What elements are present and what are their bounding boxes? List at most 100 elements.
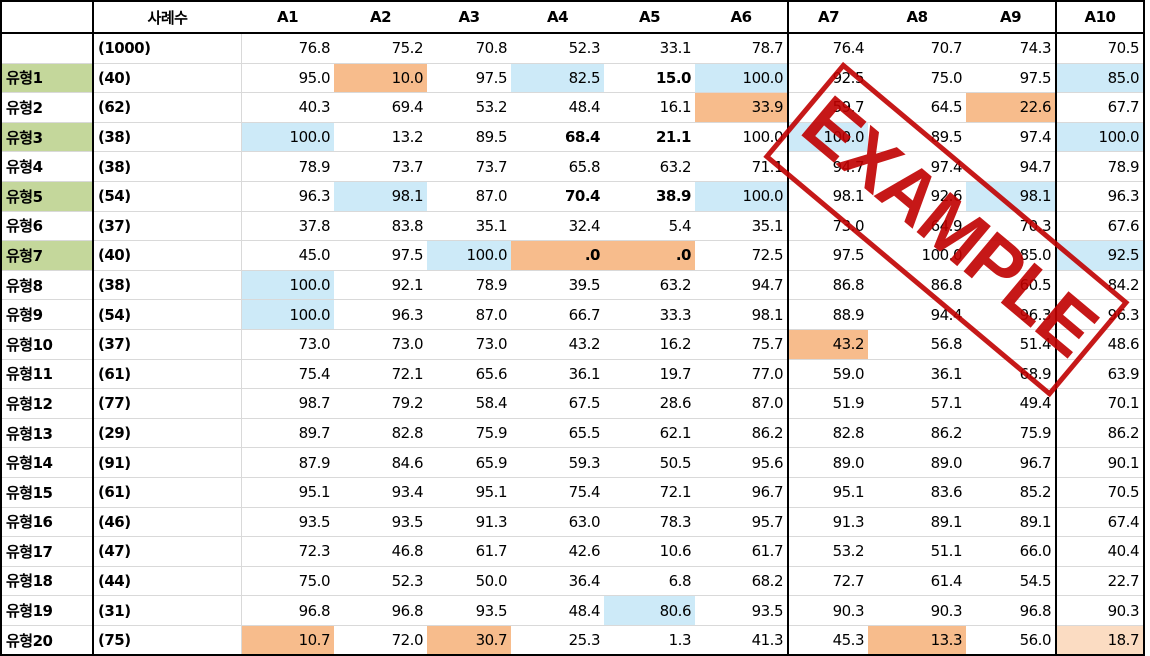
cell-a5: 33.3 (604, 299, 695, 330)
cell-a6: 68.2 (695, 566, 788, 597)
row-count: (54) (92, 299, 242, 330)
cell-a4: 65.8 (511, 151, 604, 182)
cell-a4: 59.3 (511, 447, 604, 478)
row-count: (77) (92, 388, 242, 419)
cell-a6: 72.5 (695, 240, 788, 271)
cell-a6: 77.0 (695, 359, 788, 390)
row-count: (46) (92, 507, 242, 538)
cell-a7: 53.2 (787, 536, 868, 567)
cell-a1: 96.3 (241, 181, 334, 212)
cell-a3: 73.7 (427, 151, 511, 182)
cell-a4: 48.4 (511, 92, 604, 123)
cell-a5: 80.6 (604, 595, 695, 626)
row-count: (61) (92, 359, 242, 390)
cell-a10: 67.7 (1055, 92, 1145, 123)
row-count: (44) (92, 566, 242, 597)
cell-a4: 68.4 (511, 122, 604, 153)
cell-a9: 22.6 (966, 92, 1056, 123)
cell-a5: 33.1 (604, 33, 695, 64)
cell-a7: 86.8 (787, 270, 868, 301)
cell-a7: 100.0 (787, 122, 868, 153)
cell-a5: 28.6 (604, 388, 695, 419)
cell-a4: 32.4 (511, 211, 604, 242)
row-count: (37) (92, 329, 242, 360)
cell-a8: 61.4 (868, 566, 966, 597)
cell-a1: 87.9 (241, 447, 334, 478)
row-count: (38) (92, 122, 242, 153)
cell-a7: 59.7 (787, 92, 868, 123)
row-label (0, 33, 93, 64)
cell-a6: 41.3 (695, 625, 788, 656)
cell-a10: 86.2 (1055, 418, 1145, 449)
row-label: 유형4 (0, 151, 93, 182)
cell-a10: 67.4 (1055, 507, 1145, 538)
cell-a10: 84.2 (1055, 270, 1145, 301)
cell-a6: 96.7 (695, 477, 788, 508)
cell-a1: 96.8 (241, 595, 334, 626)
cell-a4: 43.2 (511, 329, 604, 360)
cell-a10: 22.7 (1055, 566, 1145, 597)
header-col-a2: A2 (334, 0, 427, 34)
cell-a8: 86.8 (868, 270, 966, 301)
cell-a10: 40.4 (1055, 536, 1145, 567)
cell-a2: 97.5 (334, 240, 427, 271)
row-label: 유형5 (0, 181, 93, 212)
cell-a9: 66.0 (966, 536, 1056, 567)
cell-a10: 78.9 (1055, 151, 1145, 182)
cell-a2: 72.1 (334, 359, 427, 390)
cell-a10: 70.5 (1055, 477, 1145, 508)
row-count: (38) (92, 270, 242, 301)
cell-a9: 96.8 (966, 595, 1056, 626)
cell-a7: 92.5 (787, 63, 868, 94)
row-label: 유형11 (0, 359, 93, 390)
cell-a3: 93.5 (427, 595, 511, 626)
cell-a6: 86.2 (695, 418, 788, 449)
cell-a1: 76.8 (241, 33, 334, 64)
cell-a6: 35.1 (695, 211, 788, 242)
cell-a8: 13.3 (868, 625, 966, 656)
cell-a7: 88.9 (787, 299, 868, 330)
cell-a4: 25.3 (511, 625, 604, 656)
cell-a4: 39.5 (511, 270, 604, 301)
cell-a1: 75.4 (241, 359, 334, 390)
cell-a6: 75.7 (695, 329, 788, 360)
cell-a5: 38.9 (604, 181, 695, 212)
cell-a4: 36.1 (511, 359, 604, 390)
cell-a3: 78.9 (427, 270, 511, 301)
row-count: (37) (92, 211, 242, 242)
cell-a10: 70.5 (1055, 33, 1145, 64)
cell-a5: 21.1 (604, 122, 695, 153)
cell-a9: 51.4 (966, 329, 1056, 360)
cell-a6: 87.0 (695, 388, 788, 419)
cell-a5: 1.3 (604, 625, 695, 656)
row-count: (40) (92, 240, 242, 271)
cell-a8: 56.8 (868, 329, 966, 360)
cell-a7: 91.3 (787, 507, 868, 538)
cell-a8: 70.7 (868, 33, 966, 64)
row-count: (29) (92, 418, 242, 449)
cell-a1: 100.0 (241, 122, 334, 153)
cell-a3: 30.7 (427, 625, 511, 656)
cell-a3: 73.0 (427, 329, 511, 360)
cell-a7: 90.3 (787, 595, 868, 626)
row-count: (61) (92, 477, 242, 508)
cell-a5: 16.1 (604, 92, 695, 123)
cell-a6: 94.7 (695, 270, 788, 301)
cell-a6: 78.7 (695, 33, 788, 64)
cell-a8: 36.1 (868, 359, 966, 390)
row-label: 유형17 (0, 536, 93, 567)
cell-a8: 94.4 (868, 299, 966, 330)
cell-a1: 73.0 (241, 329, 334, 360)
cell-a10: 90.1 (1055, 447, 1145, 478)
cell-a1: 45.0 (241, 240, 334, 271)
